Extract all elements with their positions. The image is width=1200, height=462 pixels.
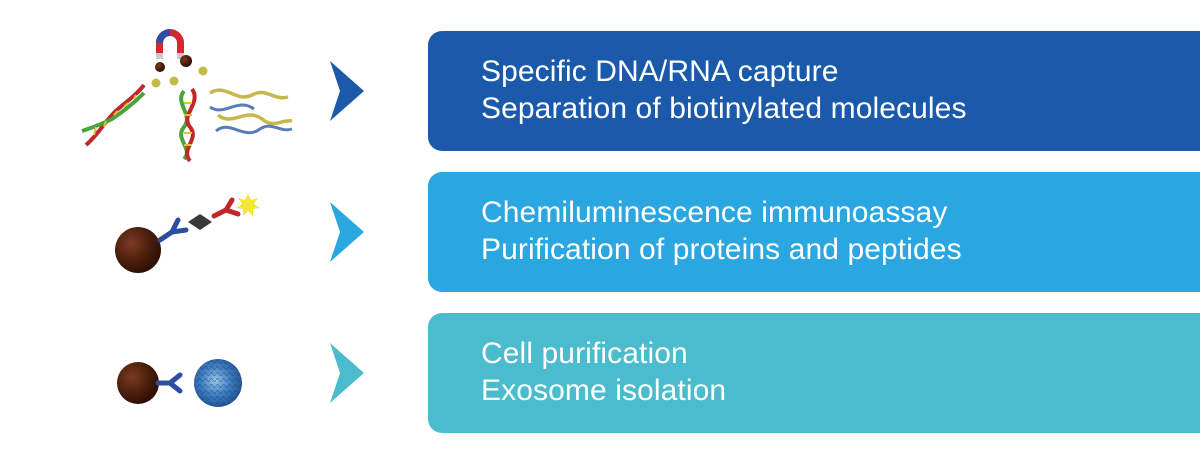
chevron-right-icon (330, 343, 364, 403)
antibody-icon (157, 217, 189, 243)
labeled-antibody-icon (211, 197, 241, 219)
dna-magnet-icon (81, 29, 293, 163)
application-row-immunoassay: Chemiluminescence immunoassay Purificati… (0, 172, 1200, 292)
application-row-cell: Cell purification Exosome isolation (0, 313, 1200, 433)
application-text-line: Chemiluminescence immunoassay (481, 196, 948, 229)
application-text-line: Exosome isolation (481, 374, 727, 407)
dna-helix-vertical-icon (179, 87, 197, 163)
antigen-icon (188, 214, 212, 230)
chevron-right-icon (330, 202, 364, 262)
cell-icon (194, 359, 242, 407)
bead-antibody-cell-icon (117, 359, 242, 407)
rna-strand-icon (209, 88, 293, 135)
magnetic-bead-icon (115, 227, 161, 273)
application-panel-cell: Cell purification Exosome isolation (428, 313, 1200, 433)
application-text-line: Separation of biotinylated molecules (481, 92, 967, 125)
application-panel-immunoassay: Chemiluminescence immunoassay Purificati… (428, 172, 1200, 292)
application-text-line: Cell purification (481, 337, 688, 370)
dna-helix-icon (81, 83, 146, 147)
antibody-icon (155, 372, 183, 394)
application-panel-dna: Specific DNA/RNA capture Separation of b… (428, 31, 1200, 151)
application-text-line: Purification of proteins and peptides (481, 233, 962, 266)
bead-antibody-immunoassay-icon (115, 194, 260, 273)
application-text-line: Specific DNA/RNA capture (481, 55, 839, 88)
luminescence-star-icon (236, 194, 260, 216)
magnetic-bead-icon (117, 362, 159, 404)
chevron-right-icon (330, 61, 364, 121)
magnet-icon (156, 29, 184, 59)
application-row-dna: Specific DNA/RNA capture Separation of b… (0, 29, 1200, 163)
